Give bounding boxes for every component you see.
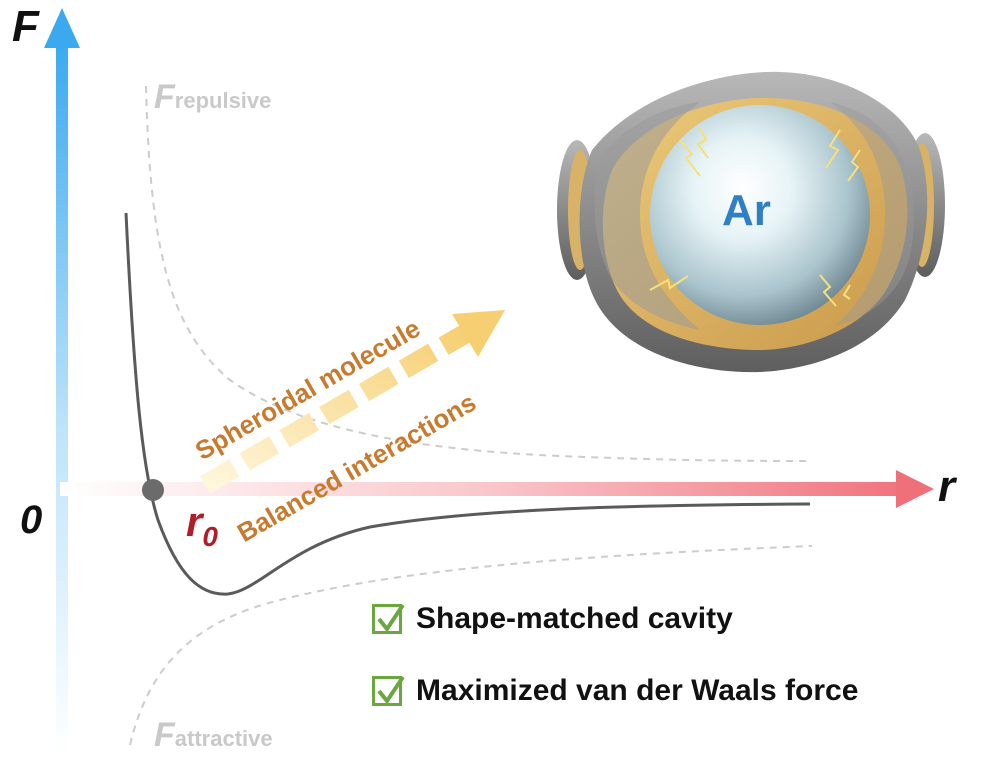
attractive-symbol: F — [154, 716, 175, 754]
y-axis-label: F — [12, 2, 39, 51]
net-force-curve — [124, 212, 811, 596]
checklist-label: Shape-matched cavity — [416, 602, 733, 635]
repulsive-subscript: repulsive — [174, 88, 272, 113]
equilibrium-symbol: r — [186, 498, 203, 545]
checklist-label: Maximized van der Waals force — [416, 674, 859, 707]
attractive-curve-label: Fattractive — [154, 716, 273, 755]
equilibrium-label: r0 — [186, 498, 218, 552]
checkbox-checked-icon — [372, 603, 405, 634]
repulsive-dashed-curve — [145, 85, 813, 462]
y-axis — [44, 8, 80, 755]
checkbox-checked-icon — [372, 675, 405, 706]
x-axis — [60, 470, 934, 508]
attractive-subscript: attractive — [174, 726, 273, 751]
x-axis-label: r — [938, 462, 956, 511]
cage-illustration — [557, 71, 945, 373]
balanced-dashed-arrow — [199, 310, 505, 494]
repulsive-symbol: F — [154, 78, 175, 116]
argon-label: Ar — [722, 186, 771, 235]
repulsive-curve-label: Frepulsive — [154, 78, 271, 117]
equilibrium-subscript: 0 — [202, 521, 218, 552]
checklist-item: Shape-matched cavity — [372, 602, 733, 636]
equilibrium-point — [142, 479, 164, 501]
attractive-dashed-curve — [129, 545, 813, 746]
checklist-item: Maximized van der Waals force — [372, 674, 858, 708]
origin-label: 0 — [20, 498, 43, 542]
